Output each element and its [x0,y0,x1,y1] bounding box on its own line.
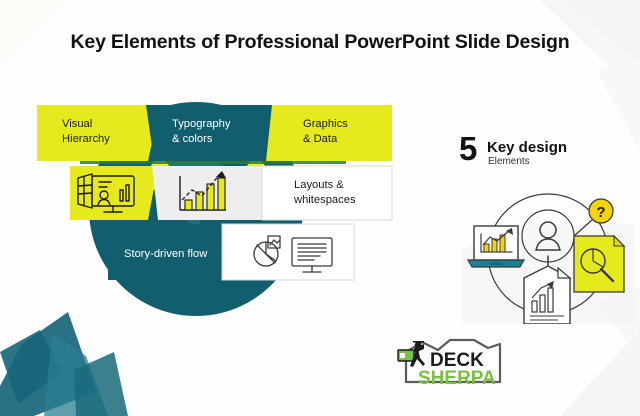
row1-visual-hierarchy[interactable]: Visual Hierarchy [37,105,160,161]
label-layouts-line2: whitespaces [293,194,356,206]
label-graphics-line2: & Data [303,133,338,145]
logo-hiker-icon [397,341,425,367]
label-typography-line2: & colors [172,133,213,145]
logo-text-sherpa: SHERPA [418,368,496,389]
key-design-headline: Key design [487,139,568,156]
row1-separator [80,161,346,164]
row2-layouts-whitespaces[interactable]: Layouts & whitespaces [261,165,393,221]
presentation-board-icon [77,173,135,213]
row3-icons-cell[interactable] [221,223,355,281]
monitor-slide-icon [291,237,333,273]
row2-growth-chart-cell[interactable] [152,166,276,220]
label-story-driven-flow: Story-driven flow [124,248,208,260]
document-magnifier-icon [573,234,626,293]
key-design-icon-cluster: ? [462,193,634,324]
label-visual-hierarchy-line2: Hierarchy [62,133,110,145]
label-layouts-line1: Layouts & [294,179,344,191]
logo-mountain-shape [404,338,502,384]
pie-chart-pointer-icon [253,235,281,267]
row3-story-driven-flow[interactable]: Story-driven flow [108,224,242,280]
logo-text-deck: DECK [430,350,484,371]
row1-typography-colors[interactable]: Typography & colors [146,105,274,161]
laptop-chart-icon [466,225,526,268]
key-design-number: 5 [459,130,478,167]
label-typography-line1: Typography [172,118,231,130]
label-graphics-line1: Graphics [303,118,348,130]
question-badge-icon: ? [573,198,614,237]
person-avatar-icon [535,221,561,267]
bar-chart-growth-icon [179,171,226,211]
key-design-subline: Elements [488,156,530,167]
svg-text:?: ? [596,204,605,221]
page-title: Key Elements of Professional PowerPoint … [70,31,570,53]
key-design-heading: 5 Key design Elements [459,132,629,180]
funnel-infographic: Visual Hierarchy Typography & colors Gra… [37,102,393,316]
row1-graphics-data[interactable]: Graphics & Data [266,105,392,161]
deck-sherpa-logo[interactable]: DECK SHERPA [388,336,516,394]
label-visual-hierarchy-line1: Visual [62,118,92,130]
document-chart-icon [523,265,572,324]
row2-presentation-icon-cell[interactable] [70,166,158,220]
